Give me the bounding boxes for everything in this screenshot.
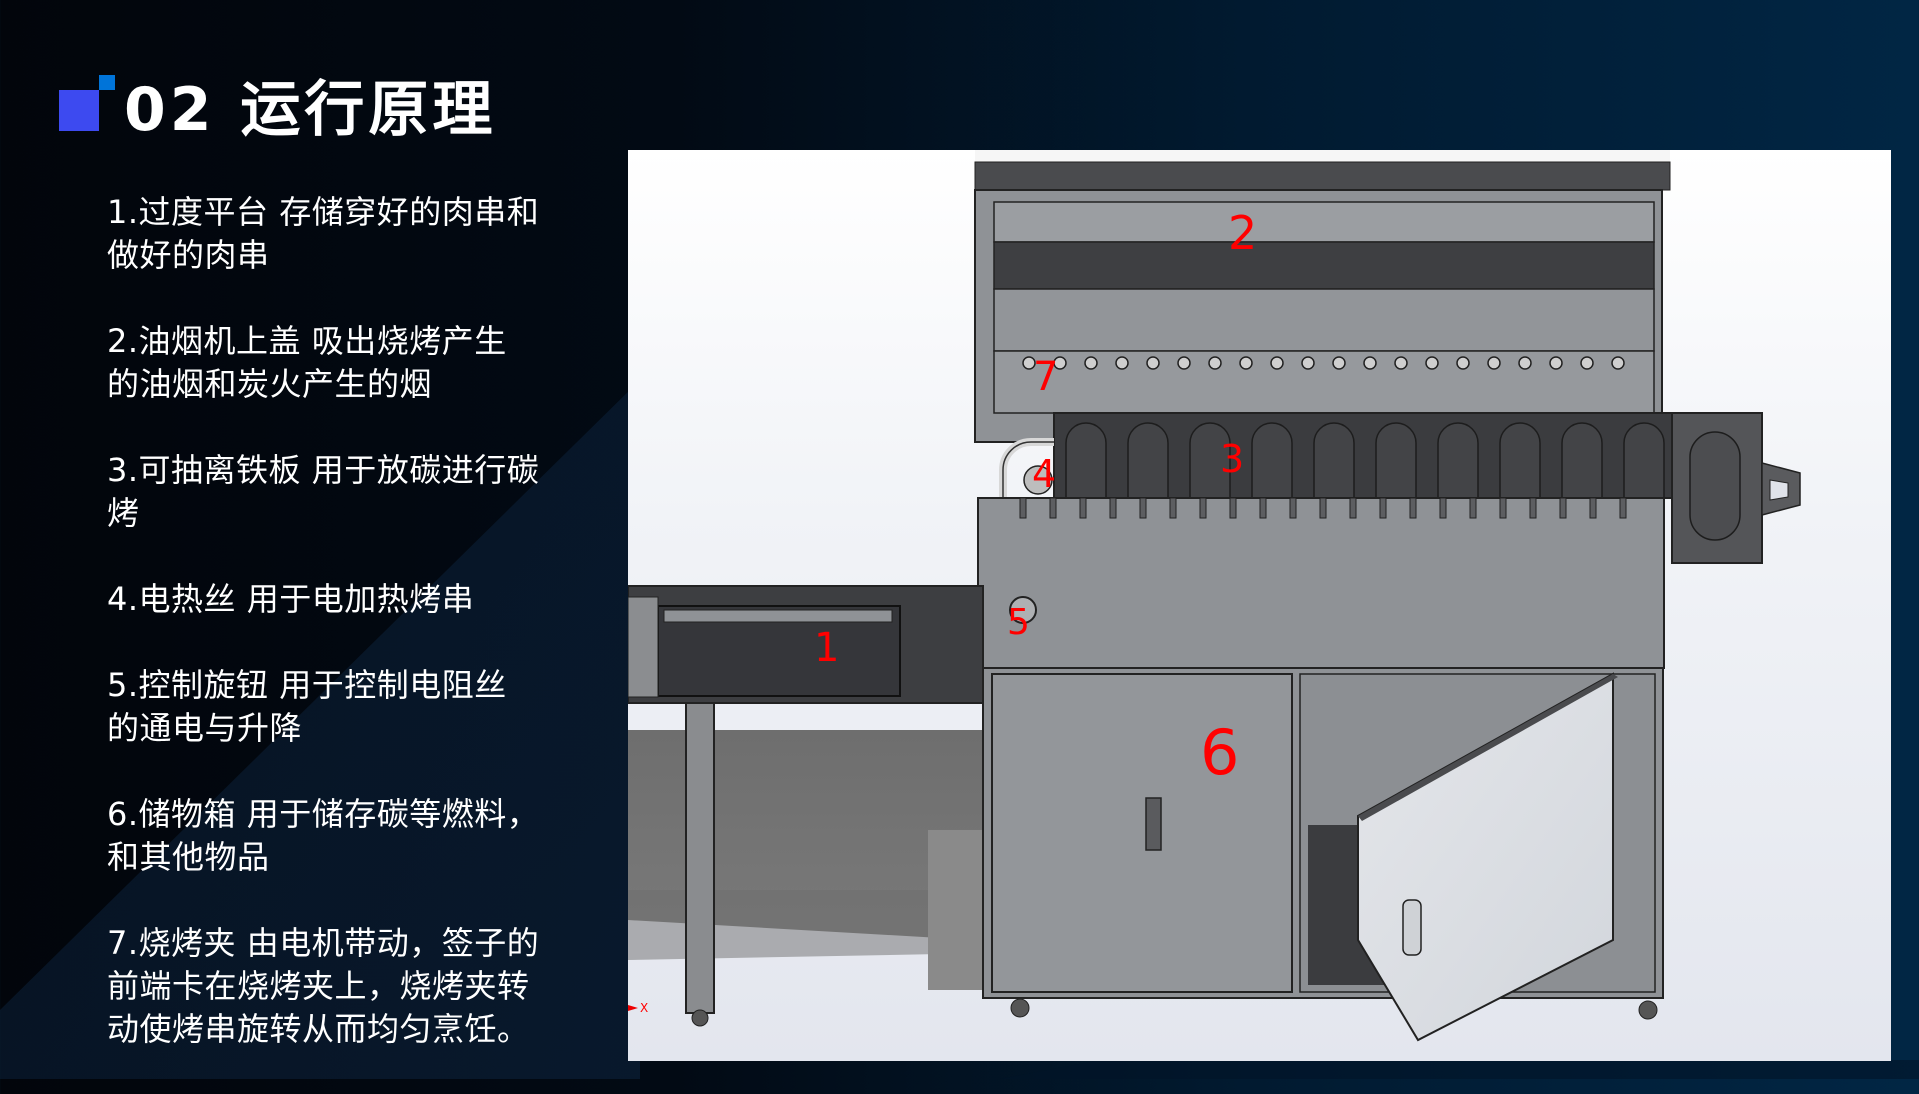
title-accent-square-icon	[99, 75, 115, 90]
description-line: 动使烤串旋转从而均匀烹饪。	[107, 1010, 530, 1048]
description-item-1: 1.过度平台 存储穿好的肉串和 做好的肉串	[107, 191, 607, 277]
description-item-5: 5.控制旋钮 用于控制电阻丝 的通电与升降	[107, 664, 607, 750]
description-line: 的通电与升降	[107, 709, 303, 747]
machine-illustration	[628, 150, 1801, 1042]
description-line: 烤	[107, 494, 140, 532]
machine-cad-render: 1 2 3 4 5 6 7 X	[628, 150, 1891, 1061]
callout-4: 4	[1032, 452, 1057, 496]
description-line: 3.可抽离铁板 用于放碳进行碳	[107, 451, 540, 489]
callout-6: 6	[1200, 716, 1240, 789]
description-line: 5.控制旋钮 用于控制电阻丝	[107, 666, 507, 704]
description-line: 1.过度平台 存储穿好的肉串和	[107, 193, 540, 231]
description-line: 做好的肉串	[107, 236, 270, 274]
description-line: 4.电热丝 用于电加热烤串	[107, 580, 475, 618]
description-list: 1.过度平台 存储穿好的肉串和 做好的肉串 2.油烟机上盖 吸出烧烤产生 的油烟…	[107, 191, 607, 1094]
description-line: 7.烧烤夹 由电机带动，签子的	[107, 924, 540, 962]
description-item-4: 4.电热丝 用于电加热烤串	[107, 578, 607, 621]
description-item-6: 6.储物箱 用于储存碳等燃料， 和其他物品	[107, 793, 607, 879]
description-item-7: 7.烧烤夹 由电机带动，签子的 前端卡在烧烤夹上，烧烤夹转 动使烤串旋转从而均匀…	[107, 922, 607, 1051]
callout-7: 7	[1033, 354, 1059, 400]
callout-2: 2	[1228, 206, 1258, 260]
description-line: 2.油烟机上盖 吸出烧烤产生	[107, 322, 507, 360]
description-line: 6.储物箱 用于储存碳等燃料，	[107, 795, 540, 833]
callout-3: 3	[1220, 437, 1245, 481]
title-square-icon	[59, 90, 99, 131]
callout-1: 1	[814, 625, 840, 671]
control-knob-icon	[1009, 596, 1037, 624]
description-item-2: 2.油烟机上盖 吸出烧烤产生 的油烟和炭火产生的烟	[107, 320, 607, 406]
description-line: 和其他物品	[107, 838, 270, 876]
callout-5: 5	[1007, 602, 1030, 643]
grill-clip-row	[1022, 356, 1625, 370]
description-line: 的油烟和炭火产生的烟	[107, 365, 433, 403]
axis-label-x: X	[640, 1001, 649, 1015]
description-item-3: 3.可抽离铁板 用于放碳进行碳 烤	[107, 449, 607, 535]
page-title: 02 运行原理	[124, 75, 497, 145]
description-line: 前端卡在烧烤夹上，烧烤夹转	[107, 967, 530, 1005]
